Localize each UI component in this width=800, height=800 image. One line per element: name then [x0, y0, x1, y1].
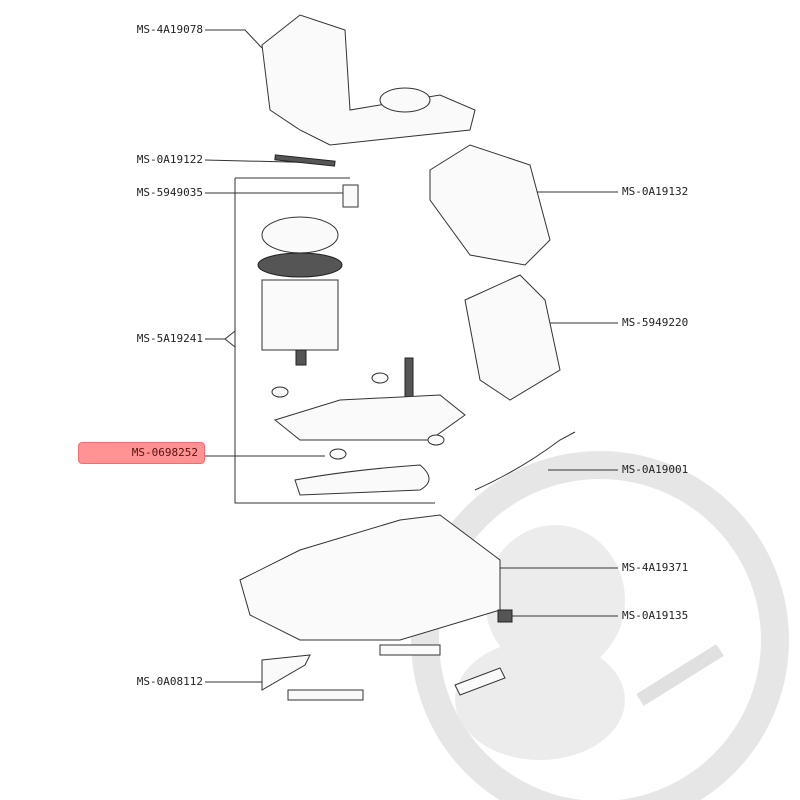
part-label-right-2[interactable]: MS-5949220: [622, 316, 689, 329]
part-label-left-4[interactable]: MS-5A19241: [136, 332, 203, 345]
part-label-right-3[interactable]: MS-0A19001: [622, 463, 689, 476]
part-label-left-3[interactable]: MS-5949035: [136, 186, 203, 199]
switch-part: [497, 609, 513, 623]
control-panel-frame-part: [429, 144, 551, 266]
spring-part: [274, 154, 336, 167]
small-board-part: [342, 184, 359, 208]
part-label-left-2[interactable]: MS-0A19122: [136, 153, 203, 166]
drive-belt-part: [294, 448, 430, 496]
highlight-box: [78, 442, 205, 464]
gear-assembly-part: [271, 357, 466, 446]
part-label-left-1[interactable]: MS-4A19078: [136, 23, 203, 36]
leader-lines: [204, 29, 618, 683]
feet-strips-part: [261, 644, 506, 701]
motor-housing-part: [261, 14, 476, 146]
motor-assembly-part: [257, 216, 343, 366]
power-cord-part: [474, 431, 576, 491]
part-label-right-1[interactable]: MS-0A19132: [622, 185, 689, 198]
base-part: [239, 514, 501, 641]
part-label-left-6[interactable]: MS-0A08112: [136, 675, 203, 688]
part-label-right-4[interactable]: MS-4A19371: [622, 561, 689, 574]
part-label-highlighted[interactable]: MS-0698252: [131, 446, 198, 459]
watermark-logo: [411, 451, 789, 800]
main-circuit-board-part: [464, 274, 561, 401]
part-label-right-5[interactable]: MS-0A19135: [622, 609, 689, 622]
